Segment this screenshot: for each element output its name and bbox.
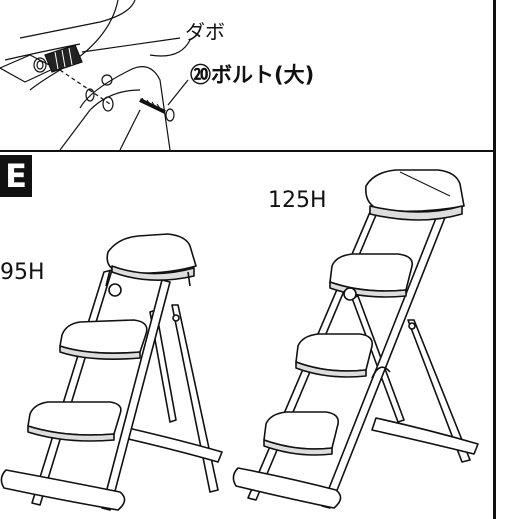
stool-125h [232, 169, 479, 509]
margin-strip [496, 0, 506, 519]
dowel-label: ダボ [185, 20, 225, 44]
frame-border [493, 0, 496, 519]
model-label-95h: 95H [0, 260, 45, 285]
stool-95h [0, 233, 223, 511]
section-divider [0, 150, 494, 152]
assembly-detail-panel: ダボ ⑳ボルト(大) [0, 0, 506, 150]
model-label-125h: 125H [268, 188, 327, 213]
bolt-label: ⑳ボルト(大) [190, 63, 315, 87]
section-badge: E [0, 155, 32, 197]
bolt-assembly-illustration [0, 0, 191, 150]
